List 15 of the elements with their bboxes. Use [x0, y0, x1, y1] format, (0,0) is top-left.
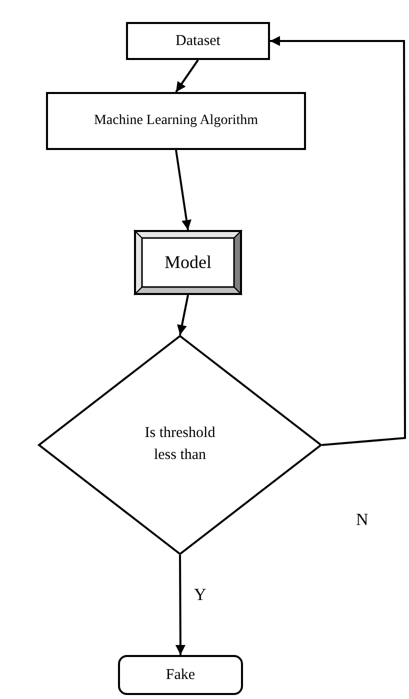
- process-box: [134, 230, 242, 295]
- arrow: [175, 150, 192, 230]
- arrow: [175, 555, 186, 655]
- node-label: Dataset: [176, 32, 220, 50]
- arrow: [270, 36, 406, 446]
- arrow: [175, 59, 199, 93]
- decision-diamond: [38, 335, 322, 555]
- node-label: Fake: [166, 666, 196, 684]
- node-label: Model: [164, 252, 212, 273]
- process-box: [126, 22, 270, 60]
- node-label: Is threshold less than: [144, 424, 216, 465]
- arrow: [177, 294, 189, 336]
- terminal-box: [118, 655, 243, 695]
- node-label: Machine Learning Algorithm: [94, 113, 258, 129]
- process-box: [46, 92, 306, 150]
